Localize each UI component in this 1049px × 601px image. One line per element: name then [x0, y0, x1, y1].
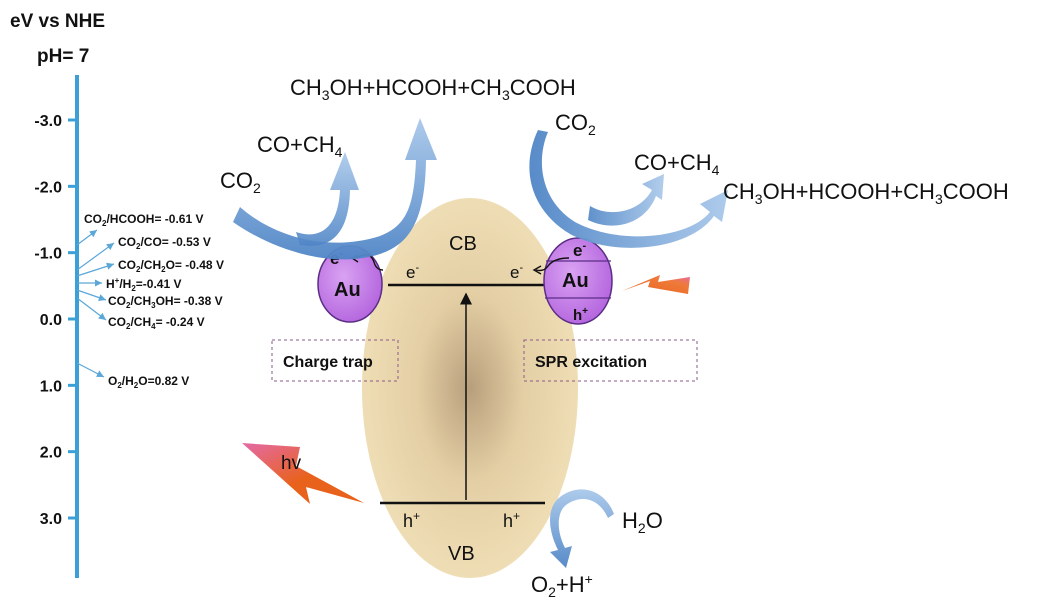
axis-title-line2: pH= 7 — [37, 46, 89, 67]
light-label: hv — [281, 453, 302, 474]
spr-electron-arrowhead — [532, 265, 542, 275]
right-co-ch4-label: CO+CH4 — [634, 150, 720, 178]
spr-light-flash-icon — [622, 275, 690, 294]
h2o-label: H2O — [622, 508, 663, 536]
axis-tick-label: 2.0 — [40, 445, 62, 462]
left-co2-label: CO2 — [220, 168, 261, 196]
right-co2-reduction-arrow — [529, 130, 728, 248]
water-oxidation-arrow — [550, 489, 614, 568]
potential-label: CO2/CH3OH= -0.38 V — [108, 294, 223, 310]
axis-tick-label: -2.0 — [34, 179, 62, 196]
spr-excitation-label: SPR excitation — [535, 354, 647, 371]
redox-potentials: CO2/HCOOH= -0.61 V CO2/CO= -0.53 V CO2/C… — [76, 212, 224, 390]
right-products-label: CH3OH+HCOOH+CH3COOH — [723, 179, 1009, 207]
cb-electron-left: e- — [406, 262, 419, 282]
charge-trap-box — [271, 339, 399, 382]
spr-excitation-box — [523, 339, 698, 382]
axis-tick-label: 0.0 — [40, 312, 62, 329]
potential-label: CO2/HCOOH= -0.61 V — [84, 212, 203, 228]
right-co-ch4-arrow — [588, 174, 664, 226]
potential-arrow — [76, 262, 115, 277]
potential-label: H+/H2=-0.41 V — [106, 276, 182, 293]
left-co-ch4-label: CO+CH4 — [257, 132, 343, 160]
axis-tick-label: -1.0 — [34, 246, 62, 263]
potential-arrow — [76, 297, 107, 321]
au-hole-right: h+ — [573, 306, 588, 324]
spr-electron-curve — [535, 257, 570, 272]
axis-tick-label: -3.0 — [34, 113, 62, 130]
left-co2-reduction-arrow — [233, 118, 437, 260]
cb-label: CB — [449, 233, 477, 255]
potential-arrow — [76, 362, 105, 378]
vb-label: VB — [448, 543, 475, 565]
potential-label: CO2/CO= -0.53 V — [118, 235, 211, 251]
au-label-left: Au — [334, 279, 361, 301]
semiconductor-particle — [362, 198, 578, 578]
potential-label: O2/H2O=0.82 V — [108, 374, 189, 390]
au-particle-right — [543, 237, 613, 325]
axis-tick-label: 3.0 — [40, 511, 62, 528]
o2-h-label: O2+H+ — [531, 571, 593, 600]
vb-hole-left: h+ — [403, 509, 420, 531]
axis-title-line1: eV vs NHE — [10, 11, 105, 32]
potential-label: CO2/CH2O= -0.48 V — [118, 258, 224, 274]
potential-arrow — [76, 229, 98, 246]
charge-trap-label: Charge trap — [283, 354, 373, 371]
potential-arrow — [76, 242, 115, 271]
left-co-ch4-arrow — [296, 152, 359, 246]
light-flash-icon — [242, 443, 364, 504]
cb-electron-right: e- — [510, 262, 523, 282]
left-products-label: CH3OH+HCOOH+CH3COOH — [290, 75, 576, 103]
potential-label: CO2/CH4= -0.24 V — [108, 315, 205, 331]
axis-tick-label: 1.0 — [40, 378, 62, 395]
au-label-right: Au — [562, 270, 589, 292]
axis-ticks: -3.0 -2.0 -1.0 0.0 1.0 2.0 3.0 — [34, 113, 77, 528]
vb-hole-right: h+ — [503, 509, 520, 531]
right-co2-label: CO2 — [555, 110, 596, 138]
potential-arrow — [76, 289, 107, 302]
au-electron-right: e- — [573, 240, 586, 260]
